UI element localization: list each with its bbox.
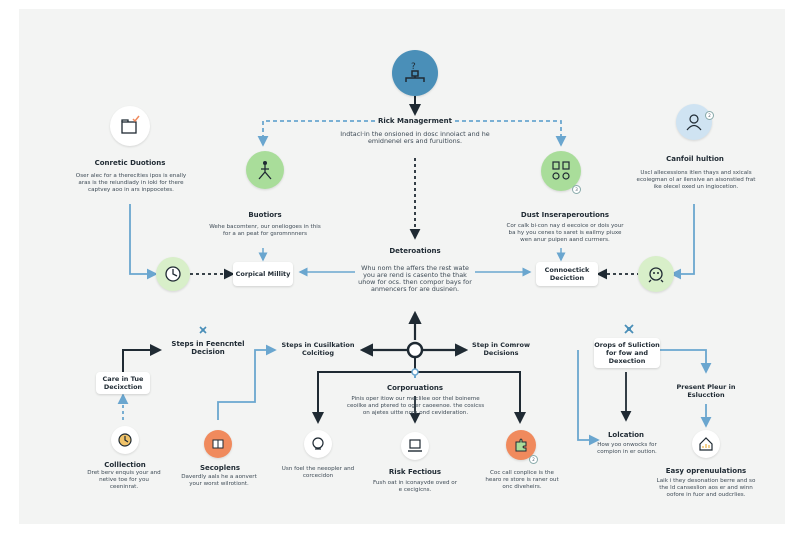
folder-check-icon [110,106,150,146]
corpical-millity-box[interactable]: Corpical Millity [233,262,293,286]
buotiors-title: Buotiors [248,211,282,219]
calendar-icon [111,426,139,454]
collection-title: Colllection [104,461,146,469]
lolcation-title: Lolcation [607,431,645,439]
easy-oprenuulations-title: Easy oprenuulations [665,467,747,475]
badge-icon: 2 [529,455,538,464]
lolcation-desc: How yoo onwocks for compion in er oution… [597,442,657,455]
corporuations-title: Corporuations [386,384,444,392]
risk-fectious-desc: Fush oat in iconayvde oved or e cecigicn… [372,480,458,493]
risk-fectious-title: Risk Fectious [388,468,442,476]
badge-icon: 3 [572,185,581,194]
present-box[interactable]: Present Pleur in Eslucction [676,383,736,399]
steps-financial-title: Steps in Feencntel Decision [171,340,245,356]
coc-desc: Coc call conplice is the hearo re store … [485,470,559,490]
laptop-icon [401,432,429,460]
steps-crisis-box[interactable]: Steps in Cusilkation Colcitiog [281,341,355,357]
user-profile-icon [676,104,712,140]
canfoil-hultion-title: Canfoil hultion [666,155,724,163]
neeopler-desc: Usn foel the neeopler and corcecidon [281,466,355,479]
badge-icon: 2 [705,111,714,120]
head-icon [304,430,332,458]
book-icon [204,430,232,458]
house-chart-icon [692,430,720,458]
deteroations-title: Deteroations [389,247,441,255]
svg-text:?: ? [411,62,416,72]
deteroations-desc: Whu nom the affers the rest wate you are… [358,264,472,293]
dust-title: Dust Inseraperoutions [520,211,610,219]
sparkle-icon [621,321,637,337]
care-box[interactable]: Care in Tue Decixction [96,372,150,394]
hierarchy-icon: ? [392,50,438,96]
sparkle-icon [196,323,210,337]
connectick-deciction-box[interactable]: Connoectick Deciction [536,262,598,286]
risk-management-title: Rick Managerment [377,117,452,125]
steps-common-box[interactable]: Step in Comrow Decisions [472,341,530,357]
risk-management-desc: Indtacl·in the onsioned in dosc innoiact… [340,130,490,145]
gear-face-icon [638,256,674,292]
easy-oprenuulations-desc: Laik i they desonation berre and so the … [656,478,756,498]
person-tower-icon [246,151,284,189]
dust-desc: Cor calk bi·con nay d eecoice or dois yo… [506,223,624,243]
people-network-icon [541,151,581,191]
conretic-duotions-title: Conretic Duotions [94,159,166,167]
collection-desc: Dret berv enquis your and netive toe for… [87,470,161,490]
buotiors-desc: Wehe bacomtenr, our oneliogoes in this f… [209,224,321,237]
canfoil-hultion-desc: Uscl allecessions itlen thays and sxical… [636,170,756,190]
clock-icon [156,257,190,291]
secoplens-desc: Daverdly aals he a aonvert your worst wi… [181,474,257,487]
secoplens-title: Secoplens [199,464,241,472]
orops-box[interactable]: Orops of Suliction for fow and Dexection [594,338,660,368]
corporuations-desc: Pinis oper itiow our meclilee oor thel b… [346,396,485,416]
conretic-duotions-desc: Oser alec for a therecities ipos is enal… [75,173,187,193]
